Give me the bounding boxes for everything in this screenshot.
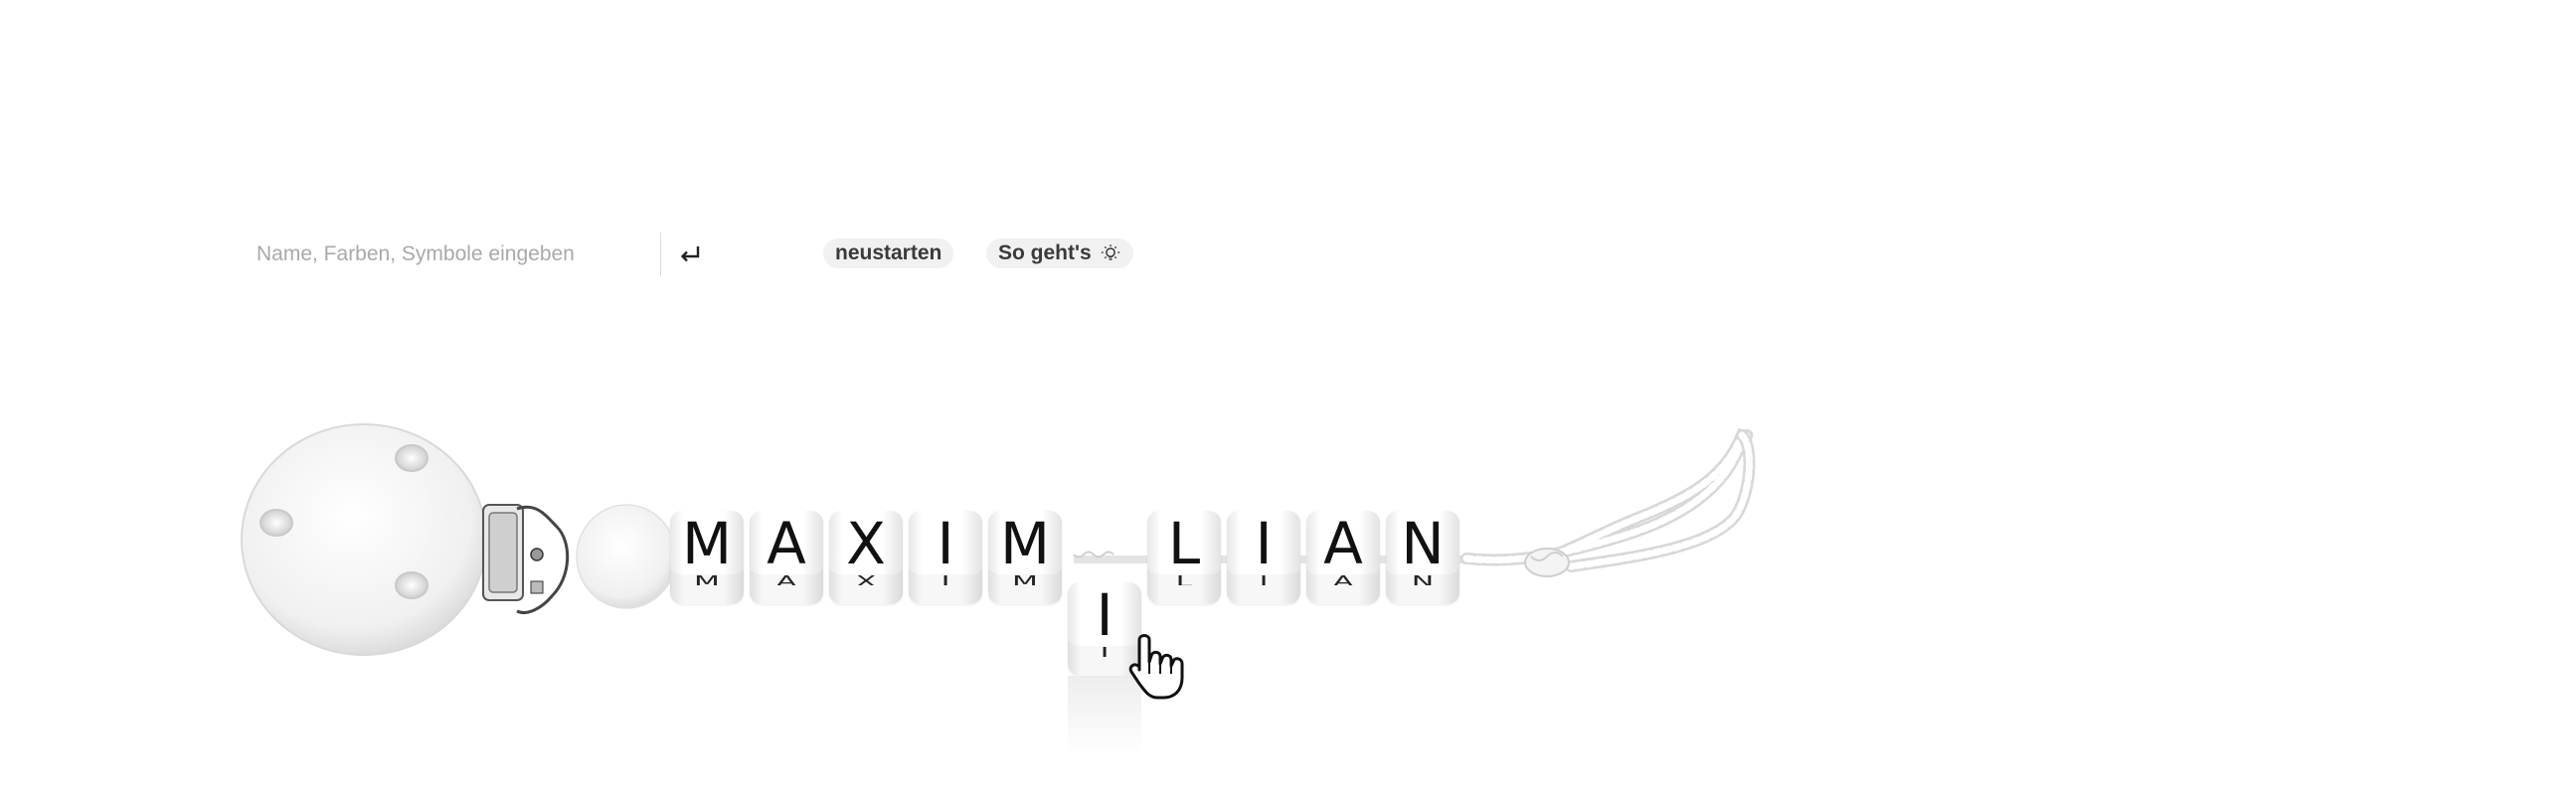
bead-face xyxy=(988,511,1062,604)
input-divider xyxy=(660,233,661,276)
howto-button[interactable]: So geht's xyxy=(986,238,1133,268)
bead-face xyxy=(1147,511,1221,604)
search-input[interactable] xyxy=(239,233,656,276)
bead-face xyxy=(909,511,982,604)
letter-bead[interactable]: A A xyxy=(1306,511,1380,604)
drag-shadow xyxy=(1068,676,1141,755)
bead-letter: M xyxy=(999,510,1051,577)
dragged-letter-bead[interactable]: I I xyxy=(1068,581,1141,755)
enter-icon[interactable] xyxy=(674,238,706,270)
rope-loop-icon xyxy=(1460,427,1756,577)
bead-letter-side: I xyxy=(1100,646,1110,657)
letter-bead[interactable]: M M xyxy=(988,511,1062,604)
bead-letter: I xyxy=(1255,510,1273,577)
letter-bead[interactable]: M M xyxy=(670,511,744,604)
designer-toolbar: neustarten So geht's xyxy=(239,227,1133,282)
lightbulb-icon xyxy=(1101,244,1119,260)
howto-button-label: So geht's xyxy=(998,241,1092,264)
bead-letter-side: I xyxy=(941,574,950,585)
bead-letter-side: N xyxy=(1411,574,1435,585)
clip-disc xyxy=(241,423,487,656)
restart-button-label: neustarten xyxy=(835,241,943,264)
bead-face xyxy=(750,511,823,604)
bead-letter: I xyxy=(937,510,954,577)
bead-face xyxy=(1386,511,1460,604)
bead-letter-side: X xyxy=(855,574,877,585)
letter-bead[interactable]: I I xyxy=(1227,511,1300,604)
round-spacer-bead xyxy=(576,504,677,609)
bead-face xyxy=(1068,582,1141,676)
bead-face xyxy=(670,511,744,604)
bead-face xyxy=(829,511,903,604)
metal-clip-icon xyxy=(482,504,570,614)
bead-letter: L xyxy=(1167,510,1201,577)
bead-letter: X xyxy=(846,510,886,577)
bead-letter: M xyxy=(681,510,733,577)
bead-letter-side: L xyxy=(1175,574,1193,585)
letter-bead[interactable]: N N xyxy=(1386,511,1460,604)
bead-face xyxy=(1227,511,1300,604)
bead-letter-side: A xyxy=(1332,574,1354,585)
letter-bead[interactable]: X X xyxy=(829,511,903,604)
bead-letter: A xyxy=(1323,510,1363,577)
bead-letter-side: M xyxy=(1012,574,1038,585)
letter-bead[interactable]: I I xyxy=(909,511,982,604)
bead-letter-side: A xyxy=(775,574,797,585)
bead-letter-side: I xyxy=(1259,574,1269,585)
bead-letter: N xyxy=(1401,510,1445,577)
bead-letter: A xyxy=(767,510,806,577)
bead-face xyxy=(1306,511,1380,604)
restart-button[interactable]: neustarten xyxy=(823,238,954,268)
bead-letter: I xyxy=(1096,581,1114,649)
letter-bead[interactable]: A A xyxy=(750,511,823,604)
letter-bead[interactable]: L L xyxy=(1147,511,1221,604)
bead-letter-side: M xyxy=(694,574,720,585)
